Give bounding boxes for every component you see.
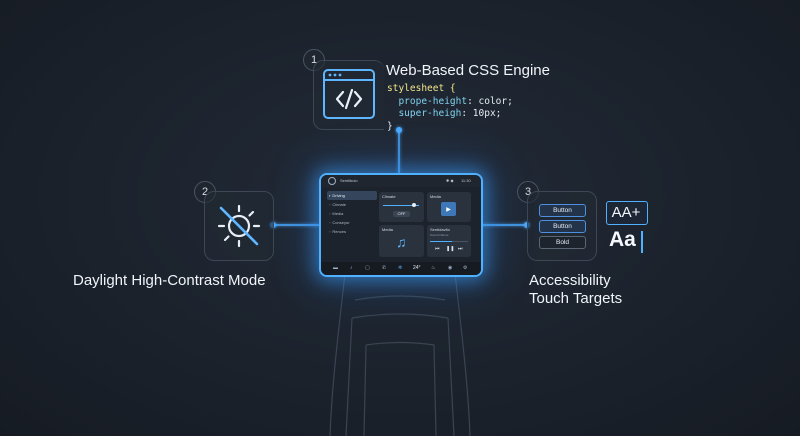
code-line-4: } — [387, 120, 393, 132]
dock-apps-icon[interactable]: ▢ — [365, 265, 370, 271]
sidebar-item-rences[interactable]: ◦Rences — [327, 227, 377, 236]
music-note-icon: ♫ — [396, 234, 407, 250]
status-icons: ✱ ◆ — [446, 178, 454, 183]
dock-temp[interactable]: 24° — [413, 265, 421, 271]
prev-icon[interactable]: ⏮ — [435, 246, 440, 252]
climate-value[interactable]: OFF — [393, 211, 410, 217]
text-cursor — [641, 231, 643, 253]
css-engine-title: Web-Based CSS Engine — [386, 62, 550, 79]
sidebar-label: Conseyor — [332, 220, 350, 225]
text-size-large: AA+ — [611, 203, 641, 221]
dock-phone-icon[interactable]: ✆ — [382, 265, 387, 271]
accessibility-title-line1: Accessibility — [529, 272, 611, 289]
code-line-3-prop: super-heigh — [387, 108, 462, 119]
sidebar-label: Rences — [332, 229, 346, 234]
home-icon[interactable] — [328, 177, 336, 185]
dock-car-icon[interactable]: ▬ — [333, 265, 338, 271]
daylight-icon-box — [204, 191, 274, 261]
dock-volume-icon[interactable]: ◉ — [448, 265, 453, 271]
pause-icon[interactable]: ❚❚ — [446, 246, 455, 252]
screen-dock: ▬ ♪ ▢ ✆ ✲ 24° ♨ ◉ ⚙ — [321, 262, 481, 275]
now-playing-card[interactable]: Sentidavito Sound Nature ⏮ ❚❚ ⏭ — [427, 225, 471, 257]
screen-status-bar: Sentilbuio ✱ ◆ 11:30 — [321, 175, 481, 187]
sample-button-bold[interactable]: Bold — [539, 236, 586, 249]
code-line-1: stylesheet { — [387, 83, 456, 94]
sun-off-icon — [217, 204, 261, 248]
car-icon: ▪ — [329, 193, 331, 198]
fan-icon: ◦ — [329, 202, 331, 207]
dock-music-icon[interactable]: ♪ — [350, 265, 353, 271]
text-size-large-box — [606, 201, 648, 225]
sidebar-label: Climate — [332, 202, 346, 207]
code-line-2-val: : color; — [467, 95, 513, 107]
sidebar-label: Media — [332, 211, 344, 216]
media-card[interactable]: Media ♫ — [379, 225, 424, 257]
now-playing-sub: Sound Nature — [430, 233, 449, 237]
css-code-snippet: stylesheet { prope-height: color; super-… — [387, 83, 513, 133]
code-window-icon — [323, 69, 375, 119]
play-button[interactable]: ▶ — [441, 202, 456, 216]
sidebar-item-media[interactable]: ◦Media — [327, 209, 377, 218]
dock-seat-icon[interactable]: ♨ — [431, 265, 436, 271]
gear-icon: ◦ — [329, 220, 331, 225]
music-icon: ◦ — [329, 211, 331, 216]
dock-settings-icon[interactable]: ⚙ — [463, 265, 468, 271]
sample-button-1[interactable]: Button — [539, 204, 586, 217]
sample-button-2[interactable]: Button — [539, 220, 586, 233]
sidebar-label: Driving — [332, 193, 345, 198]
code-line-3-val: : 10px; — [461, 108, 502, 119]
infotainment-screen: Sentilbuio ✱ ◆ 11:30 ▪Driving ◦Climate ◦… — [319, 173, 483, 277]
progress-bar-fill — [430, 241, 452, 242]
status-left: Sentilbuio — [340, 178, 358, 183]
console-outline — [329, 272, 471, 436]
text-sample: Aa — [609, 228, 636, 251]
media-top-card[interactable]: Media ▶ — [427, 192, 471, 222]
dock-fan-icon[interactable]: ✲ — [398, 265, 403, 271]
status-time: 11:30 — [461, 178, 471, 183]
connector-dot-top — [396, 127, 402, 133]
code-line-2-prop: prope-height — [387, 95, 468, 107]
settings-icon: ◦ — [329, 229, 331, 234]
next-icon[interactable]: ⏭ — [458, 246, 463, 252]
sidebar-item-conseyor[interactable]: ◦Conseyor — [327, 218, 377, 227]
now-playing-title: Sentidavito — [430, 227, 450, 232]
climate-card[interactable]: Climate OFF — [379, 192, 424, 222]
sidebar-item-driving[interactable]: ▪Driving — [327, 191, 377, 200]
climate-card-title: Climate — [382, 194, 396, 199]
climate-slider-knob[interactable] — [412, 203, 416, 207]
climate-slider[interactable] — [383, 205, 419, 206]
daylight-title: Daylight High-Contrast Mode — [73, 272, 266, 289]
css-engine-icon-box — [313, 60, 384, 130]
accessibility-title-line2: Touch Targets — [529, 290, 623, 307]
screen-sidebar: ▪Driving ◦Climate ◦Media ◦Conseyor ◦Renc… — [327, 191, 377, 236]
sidebar-item-climate[interactable]: ◦Climate — [327, 200, 377, 209]
media-top-title: Media — [430, 194, 441, 199]
media-card-title: Media — [382, 227, 393, 232]
